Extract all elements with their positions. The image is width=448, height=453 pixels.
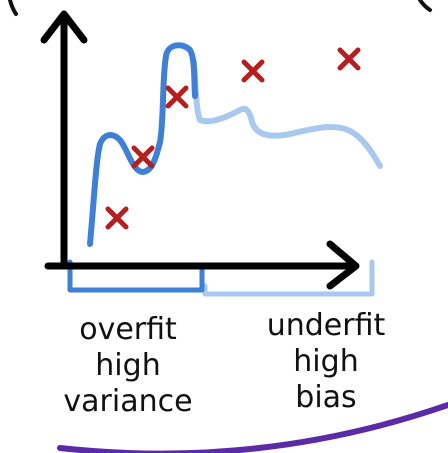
underfit-curve [191,59,383,169]
x-mark-icon [241,59,265,83]
underfit-label-line3: bias [295,380,357,415]
frame-arc [57,402,448,453]
x-mark-icon [165,85,189,109]
overfit-label: overfit high variance [44,312,212,420]
x-mark-icon [131,145,155,169]
overfit-curve [87,42,198,247]
arrow-head-icon [326,240,360,290]
overfit-label-line3: variance [63,384,193,419]
underfit-label: underfit high bias [236,308,416,416]
top-edge-stroke [8,0,432,16]
overfit-label-line1: overfit [79,312,177,347]
underfit-baseline [202,259,375,297]
arrow-head-icon [40,10,88,44]
x-mark-icon [337,47,361,71]
x-mark-icon [105,206,129,230]
underfit-label-line1: underfit [266,308,386,343]
overfit-baseline [67,259,205,293]
overfit-label-line2: high [95,348,161,383]
underfit-label-line2: high [293,344,359,379]
